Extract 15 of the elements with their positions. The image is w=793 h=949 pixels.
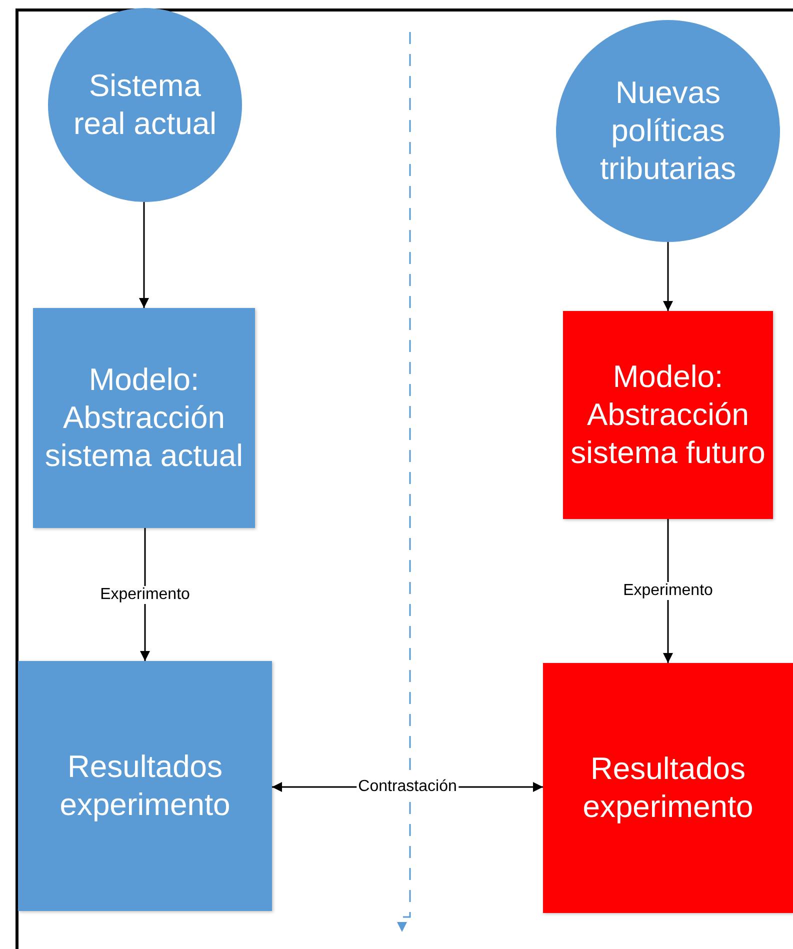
edge-label: Experimento bbox=[98, 586, 192, 604]
edge-label: Experimento bbox=[621, 582, 715, 600]
process-box bbox=[18, 661, 272, 911]
node-label: Modelo: Abstracción sistema futuro bbox=[570, 358, 766, 472]
arrow bbox=[663, 519, 673, 663]
node-label: Modelo: Abstracción sistema actual bbox=[44, 361, 244, 475]
process-box bbox=[33, 308, 255, 528]
process-box bbox=[563, 311, 773, 519]
process-box bbox=[543, 663, 793, 913]
node-label: Sistema real actual bbox=[72, 67, 218, 143]
arrow bbox=[663, 242, 673, 311]
arrow bbox=[139, 202, 149, 308]
node-label: Resultados experimento bbox=[58, 748, 232, 824]
node-label: Resultados experimento bbox=[582, 750, 754, 826]
node-label: Nuevas políticas tributarias bbox=[598, 74, 738, 188]
